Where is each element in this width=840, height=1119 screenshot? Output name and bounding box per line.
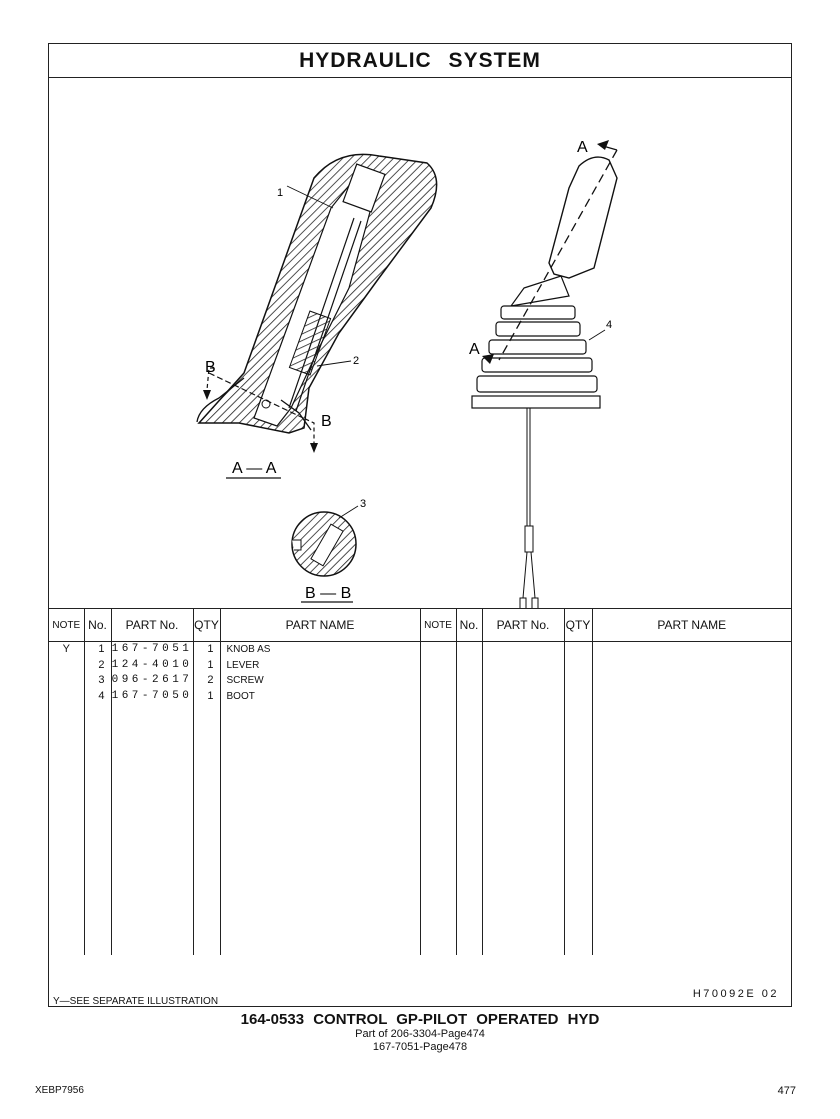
qty-column-right: [563, 641, 592, 955]
illustration-drawing: 1 2 B B A — A 3 B — B: [196, 139, 618, 608]
document-id: XEBP7956: [35, 1085, 84, 1096]
section-b-left-label: B: [205, 359, 216, 376]
table-footnote: Y—SEE SEPARATE ILLUSTRATION: [53, 996, 219, 1007]
header-no-right: No.: [455, 608, 482, 642]
part-name-column-right: [591, 641, 791, 955]
row-note: [49, 689, 84, 705]
row-note: [49, 658, 84, 674]
callout-4: 4: [606, 319, 612, 331]
row-no: 4: [98, 689, 105, 702]
section-aa-label: A — A: [232, 460, 277, 477]
knob-section-aa-view: [196, 153, 438, 453]
row-part-name: BOOT: [226, 690, 255, 702]
row-part-no: 167-7050: [111, 689, 193, 702]
row-no: 1: [98, 643, 105, 655]
note-column: Y: [49, 642, 84, 956]
callout-3: 3: [360, 498, 366, 510]
callout-1: 1: [277, 187, 283, 199]
parts-table: NOTE No. PART No. QTY PART NAME NOTE No.…: [49, 608, 791, 955]
header-part-no: PART No.: [110, 608, 193, 642]
header-qty-right: QTY: [563, 608, 592, 642]
screw-section-bb-view: [291, 505, 359, 577]
section-a-bottom-label: A: [469, 341, 480, 358]
caption-line-1: Part of 206-3304-Page474: [355, 1028, 485, 1040]
row-no: 2: [98, 658, 105, 671]
row-part-name: KNOB AS: [226, 644, 271, 655]
note-column-right: [419, 641, 456, 955]
page-caption: 164-0533 CONTROL GP-PILOT OPERATED HYD P…: [0, 1011, 840, 1054]
row-note: [49, 673, 84, 689]
caption-line-2: 167-7051-Page478: [372, 1041, 468, 1053]
row-part-no: 096-2617: [111, 674, 193, 686]
header-part-no-right: PART No.: [481, 608, 564, 642]
no-column-right: [455, 641, 482, 955]
row-qty: 1: [207, 643, 214, 655]
header-no: No.: [83, 608, 111, 642]
table-body-row: Y 1 2 3 4 167-7051 124-4010 096-2617 167…: [49, 641, 791, 956]
section-b-right-label: B: [321, 413, 332, 430]
row-part-no: 167-7051: [111, 643, 193, 655]
row-note: Y: [62, 643, 70, 655]
drawing-code: H70092E 02: [692, 988, 779, 1000]
table-header-row: NOTE No. PART No. QTY PART NAME NOTE No.…: [49, 608, 791, 642]
row-qty: 1: [207, 658, 214, 671]
no-column: 1 2 3 4: [83, 641, 111, 955]
part-name-column: KNOB AS LEVER SCREW BOOT: [219, 641, 420, 955]
row-part-name: SCREW: [226, 675, 264, 686]
page-title: HYDRAULIC SYSTEM: [49, 44, 791, 78]
parts-illustration: 1 2 B B A — A 3 B — B: [49, 78, 793, 608]
part-no-column-right: [481, 641, 564, 955]
header-note: NOTE: [49, 608, 84, 642]
section-a-top-label: A: [577, 139, 588, 156]
section-bb-label: B — B: [305, 585, 351, 602]
row-no: 3: [98, 674, 105, 686]
part-no-column: 167-7051 124-4010 096-2617 167-7050: [110, 641, 193, 955]
row-qty: 2: [207, 674, 214, 686]
row-qty: 1: [207, 689, 214, 702]
header-part-name-right: PART NAME: [591, 608, 791, 642]
lever-boot-view: [471, 140, 618, 608]
page-number: 477: [777, 1085, 796, 1097]
header-note-right: NOTE: [419, 608, 456, 642]
header-qty: QTY: [192, 608, 220, 642]
row-part-no: 124-4010: [111, 658, 193, 671]
row-part-name: LEVER: [226, 659, 260, 671]
callout-2: 2: [353, 355, 359, 367]
qty-column: 1 1 2 1: [192, 641, 220, 955]
parts-page-frame: HYDRAULIC SYSTEM: [48, 43, 792, 1007]
caption-main: 164-0533 CONTROL GP-PILOT OPERATED HYD: [240, 1011, 600, 1028]
header-part-name: PART NAME: [219, 608, 420, 642]
